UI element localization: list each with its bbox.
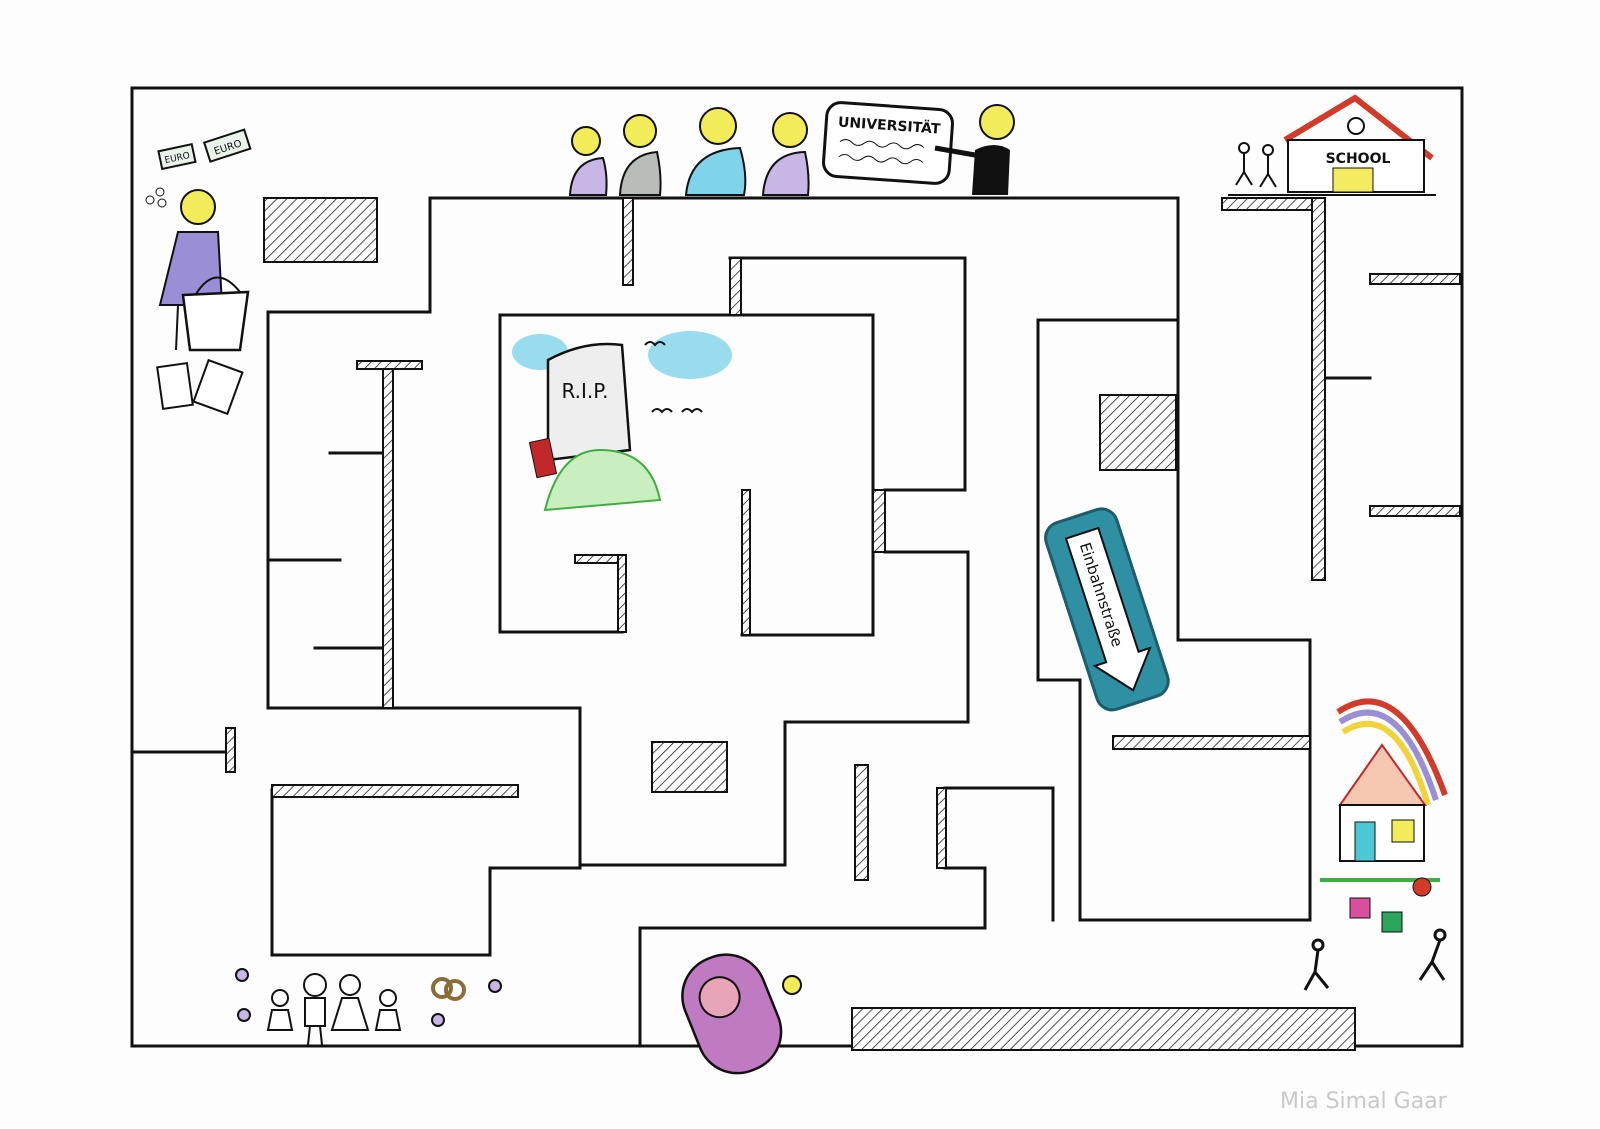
family-illustration [235, 968, 502, 1046]
maze-walls [130, 196, 1372, 1048]
school-sign-label: SCHOOL [1326, 151, 1391, 167]
baby-illustration [681, 953, 802, 1075]
shopper-illustration: EURO EURO [145, 128, 252, 416]
artist-signature: Mia Simal Gaar [1280, 1089, 1448, 1114]
university-illustration: UNIVERSITÄT [568, 101, 1015, 196]
grave-illustration: R.I.P. [512, 331, 732, 512]
one-way-sign: Einbahnstraße [1044, 507, 1170, 712]
hatched-walls [225, 197, 1461, 1051]
home-illustration [1303, 698, 1448, 991]
gravestone-label: R.I.P. [561, 379, 608, 403]
school-illustration: SCHOOL [1228, 94, 1436, 196]
maze-border [130, 86, 1464, 1048]
